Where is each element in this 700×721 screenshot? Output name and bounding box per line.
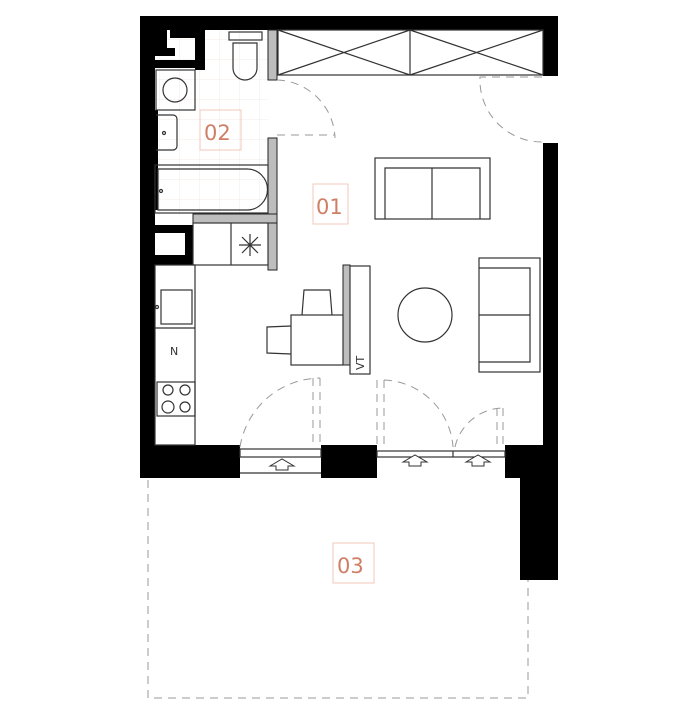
sink-icon bbox=[156, 114, 178, 151]
entry-arrow-icons bbox=[268, 454, 492, 471]
kitchen-counter-left: N bbox=[154, 264, 196, 446]
glazing-bottom bbox=[239, 448, 506, 474]
hob-icon bbox=[156, 381, 196, 417]
svg-text:02: 02 bbox=[204, 121, 231, 145]
kitchen-counter-top bbox=[192, 222, 269, 266]
partitions bbox=[192, 29, 351, 366]
round-table bbox=[397, 287, 453, 343]
svg-text:01: 01 bbox=[316, 195, 343, 219]
exterior-walls bbox=[140, 16, 558, 580]
sofa-right bbox=[478, 257, 541, 373]
tv-unit: VT bbox=[349, 265, 371, 375]
sofa-top bbox=[374, 157, 491, 220]
doors bbox=[239, 76, 543, 448]
washing-machine-icon bbox=[155, 69, 196, 111]
terrace-outline bbox=[147, 480, 529, 699]
window-top bbox=[277, 29, 544, 76]
room-label-01: 01 bbox=[312, 183, 349, 225]
tv-label: VT bbox=[354, 355, 367, 370]
fridge-label: N bbox=[170, 345, 178, 358]
room-label-02: 02 bbox=[199, 109, 242, 151]
svg-text:03: 03 bbox=[337, 554, 364, 578]
toilet-icon bbox=[228, 31, 263, 81]
desk bbox=[266, 289, 344, 366]
room-label-03: 03 bbox=[332, 542, 375, 584]
bathtub-icon bbox=[154, 164, 269, 214]
